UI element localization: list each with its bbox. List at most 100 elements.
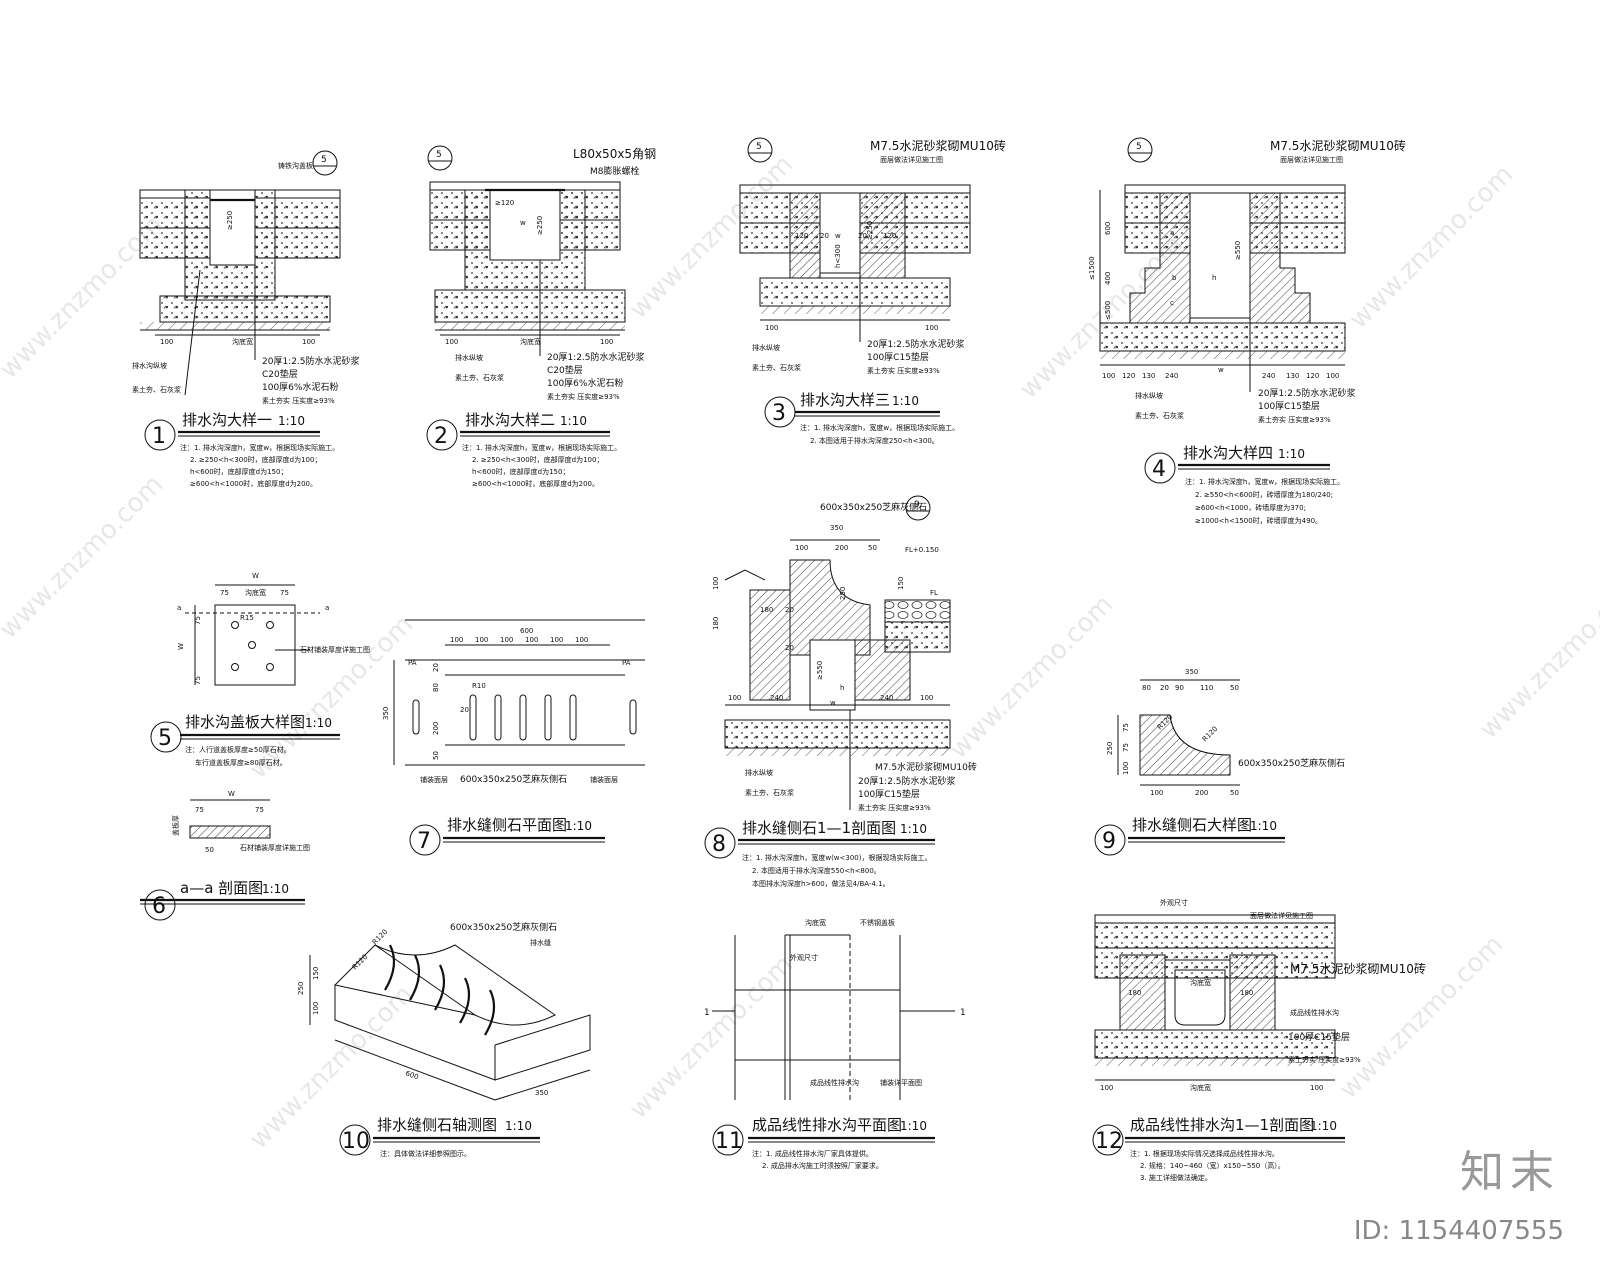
drawing-title: a—a 剖面图	[180, 879, 263, 897]
dim-label: 600	[1104, 222, 1112, 235]
note-line: 注：人行道盖板厚度≥50厚石材。	[185, 745, 291, 754]
drawing-scale: 1:10	[1250, 819, 1277, 833]
dim-label: w	[1218, 366, 1224, 374]
annotation: 铺装面层	[420, 775, 448, 784]
drawing-title: 排水缝侧石平面图	[447, 816, 567, 834]
drawing-scale: 1:10	[1310, 1119, 1337, 1133]
dim-label: R120	[1201, 725, 1220, 744]
dim-label: 75	[1122, 723, 1130, 732]
dim-label: 200	[1195, 789, 1208, 797]
dim-label: 250	[297, 982, 305, 995]
note-line: 注：1. 排水沟深度h，宽度w，根据现场实际施工。	[800, 423, 959, 432]
drawing-scale: 1:10	[505, 1119, 532, 1133]
note-line: ≥600<h<1000时，底部厚度d为200。	[190, 479, 317, 488]
reference-circle	[1127, 137, 1153, 163]
layer-label: 100厚6%水泥石粉	[547, 377, 623, 389]
dim-label: 100	[302, 338, 315, 346]
annotation: 成品线性排水沟	[1290, 1008, 1339, 1017]
annotation: 素土夯、石灰浆	[752, 363, 801, 372]
drawing-6: W 75 75 盖板厚 50 石材铺装厚度详施工图 6 a—a 剖面图 1:10	[140, 790, 310, 921]
drawing-number: 4	[1152, 457, 1166, 482]
cover-plate	[214, 604, 296, 686]
dim-label: 200	[835, 544, 848, 552]
dim-label: 100	[525, 636, 538, 644]
axonometric-top	[333, 944, 556, 1026]
dim-label: 130	[1286, 372, 1299, 380]
reference-circle	[747, 137, 773, 163]
drawing-scale: 1:10	[278, 414, 305, 428]
dim-label: 240	[880, 694, 893, 702]
drawing-number-circle	[1094, 824, 1126, 856]
drawing-scale: 1:10	[262, 882, 289, 896]
drawing-scale: 1:10	[900, 822, 927, 836]
dim-label: 180	[1128, 989, 1141, 997]
dim-label: 120	[795, 232, 808, 240]
drawing-number-circle	[339, 1124, 371, 1156]
drawing-scale: 1:10	[560, 414, 587, 428]
note-line: 2. ≥250<h<300时，底部厚度d为100；	[472, 455, 603, 464]
dim-label: ≤500	[1104, 301, 1112, 320]
dim-label: 100	[1310, 1084, 1323, 1092]
dim-label: R120	[371, 928, 390, 947]
watermark: www.znzmo.com	[944, 590, 1119, 765]
dim-label: 20	[460, 706, 469, 714]
drawing-number-circle	[144, 419, 176, 451]
watermark: www.znzmo.com	[0, 470, 169, 645]
drawing-number: 2	[434, 424, 448, 449]
drawing-1: ≥250 铸铁沟盖板 5 100 沟底宽 100 20厚1:2.5防水水泥砂浆 …	[132, 150, 360, 488]
dim-label: ≥250	[866, 221, 874, 240]
annotation: 排水纵坡	[745, 768, 773, 777]
layer-label: 素土夯实 压实度≥93%	[547, 392, 620, 401]
annotation: 素土夯、石灰浆	[455, 373, 504, 382]
annotation: 排水缝	[530, 938, 551, 947]
drawing-number-circle	[712, 1124, 744, 1156]
dim-label: ≥550	[1234, 241, 1242, 260]
dim-label: 120	[1306, 372, 1319, 380]
drawing-7: 600 100 100 100 100 100 100 PA PA 350 20…	[382, 619, 645, 856]
layer-label: 20厚1:2.5防水水泥砂浆	[867, 338, 965, 350]
dim-label: 350	[830, 524, 843, 532]
curb-profile	[1139, 714, 1231, 776]
drawing-4: ≤1500 600 400 ≤500 5 M7.5水泥砂浆砌MU10砖 面层做法…	[1088, 137, 1406, 525]
annotation: 面层做法详见施工图	[1250, 911, 1313, 920]
drawing-number-circle	[144, 889, 176, 921]
dim-label: 50	[205, 846, 214, 854]
dim-label: 沟底宽	[232, 337, 253, 346]
drawing-number: 10	[342, 1129, 370, 1154]
drawing-3: 5 M7.5水泥砂浆砌MU10砖 面层做法详见施工图 120 20 w 20 1…	[739, 137, 1006, 445]
note-line: 注：1. 排水沟深度h，宽度w(w<300)，根据现场实际施工。	[742, 853, 931, 862]
dim-label: 150	[897, 577, 905, 590]
annotation: M7.5水泥砂浆砌MU10砖	[1270, 138, 1406, 153]
layer-label: 素土夯实 压实度≥93%	[1258, 415, 1331, 424]
drawing-number: 12	[1095, 1129, 1123, 1154]
annotation: 成品线性排水沟	[810, 1078, 859, 1087]
dim-label: 150	[312, 967, 320, 980]
dim-label: 240	[1165, 372, 1178, 380]
annotation: M7.5水泥砂浆砌MU10砖	[1290, 961, 1426, 976]
brand-logo: 知末	[1460, 1147, 1560, 1198]
drawing-title: 排水沟盖板大样图	[185, 713, 305, 731]
section-mark: PA	[408, 659, 417, 667]
dim-label: 75	[255, 806, 264, 814]
dim-label: 外观尺寸	[790, 953, 818, 962]
dim-label: 100	[445, 338, 458, 346]
annotation: 素土夯、石灰浆	[745, 788, 794, 797]
drawing-2: 5 L80x50x5角钢 M8膨胀螺栓 ≥120 ≥250 w 100 沟底宽 …	[426, 145, 656, 488]
layer-label: 100厚6%水泥石粉	[262, 381, 338, 393]
dim-label: ≥550	[816, 661, 824, 680]
note-line: ≥600<h<1000，砖墙厚度为370;	[1195, 503, 1306, 512]
note-line: 2. 本图适用于排水沟深度250<h<300。	[810, 436, 939, 445]
ref-number: 5	[436, 150, 442, 160]
annotation: 排水纵坡	[752, 343, 780, 352]
dim-label: W	[177, 643, 185, 650]
dim-label: 75	[194, 676, 202, 685]
layer-label: 素土夯实 压实度≥93%	[262, 396, 335, 405]
dim-label: 250	[1106, 742, 1114, 755]
annotation: 石材铺装厚度详施工图	[240, 843, 310, 852]
dim-label: 350	[535, 1089, 548, 1097]
dim-label: 沟底宽	[1190, 1083, 1211, 1092]
dim-label: 100	[1326, 372, 1339, 380]
layer-label: 100厚C15垫层	[1288, 1031, 1350, 1043]
reference-circle	[312, 150, 338, 176]
dim-label: 沟底宽	[805, 918, 826, 927]
